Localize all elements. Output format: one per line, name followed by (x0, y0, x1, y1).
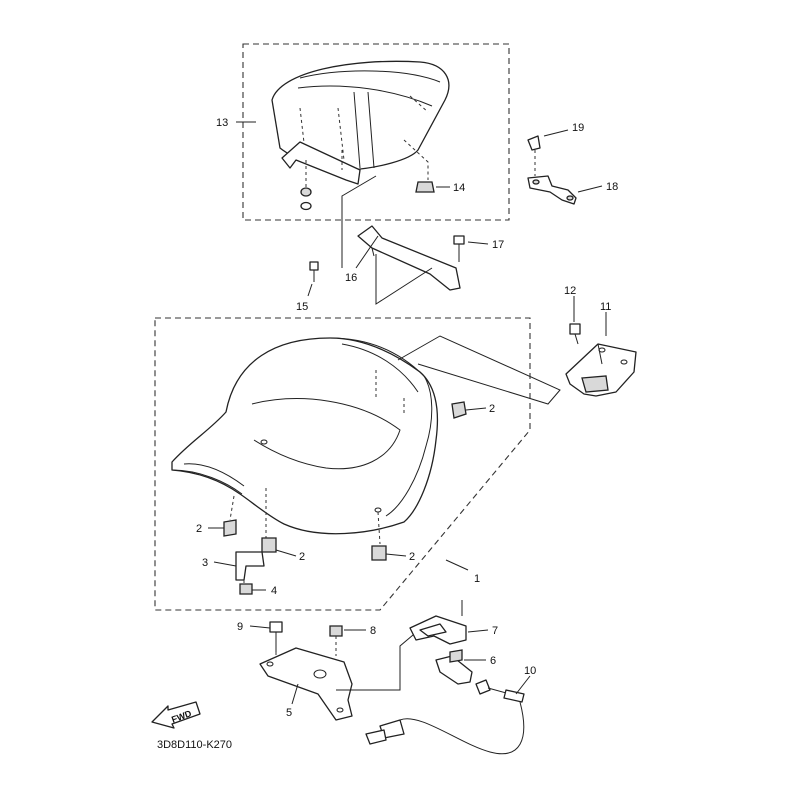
lever-6: 6 (435, 649, 496, 685)
callout-14: 14 (453, 182, 465, 194)
seat-lock-cable-10: 10 (365, 665, 536, 755)
rider-seat-group: 2 2 2 2 3 4 1 (154, 317, 531, 611)
callout-17: 17 (492, 239, 504, 251)
pillion-hardware (300, 139, 435, 211)
pillion-bracket (281, 141, 361, 185)
callout-6: 6 (490, 655, 496, 667)
pillion-group-outline (242, 43, 510, 221)
bracket-18-19: 19 18 (527, 122, 618, 205)
callout-11: 11 (600, 301, 611, 313)
diagram-code: 3D8D110-K270 (157, 739, 232, 751)
callout-4: 4 (271, 585, 277, 597)
mount-bracket-16: 16 15 17 (296, 175, 504, 313)
callout-9: 9 (237, 621, 243, 633)
rider-group-outline (154, 317, 531, 611)
callout-15: 15 (296, 301, 308, 313)
callout-2d: 2 (409, 551, 415, 563)
callout-2b: 2 (196, 523, 202, 535)
nut-4: 4 (239, 583, 277, 597)
callout-10: 10 (524, 665, 536, 677)
callout-16: 16 (345, 272, 357, 284)
callout-13: 13 (216, 117, 228, 129)
grommet-set-2: 2 2 2 2 (196, 401, 495, 563)
callout-3: 3 (202, 557, 208, 569)
pillion-seat (271, 60, 450, 171)
seat-lock-bracket-11: 12 11 (397, 285, 637, 405)
rider-seat (171, 337, 439, 545)
callout-7: 7 (492, 625, 498, 637)
bracket-3: 3 (202, 551, 265, 590)
callout-8: 8 (370, 625, 376, 637)
lower-assembly: 9 8 5 7 6 (237, 600, 536, 755)
callout-18: 18 (606, 181, 618, 193)
callout-12: 12 (564, 285, 576, 297)
callout-1: 1 (474, 573, 480, 585)
forward-arrow-icon: FWD (151, 701, 201, 729)
callout-19: 19 (572, 122, 584, 134)
callout-2c: 2 (299, 551, 305, 563)
lock-latch-7: 7 (409, 615, 498, 645)
pillion-seat-group: 13 14 (216, 43, 510, 221)
callout-5: 5 (286, 707, 292, 719)
callout-2a: 2 (489, 403, 495, 415)
bracket-plate-5 (259, 647, 353, 721)
